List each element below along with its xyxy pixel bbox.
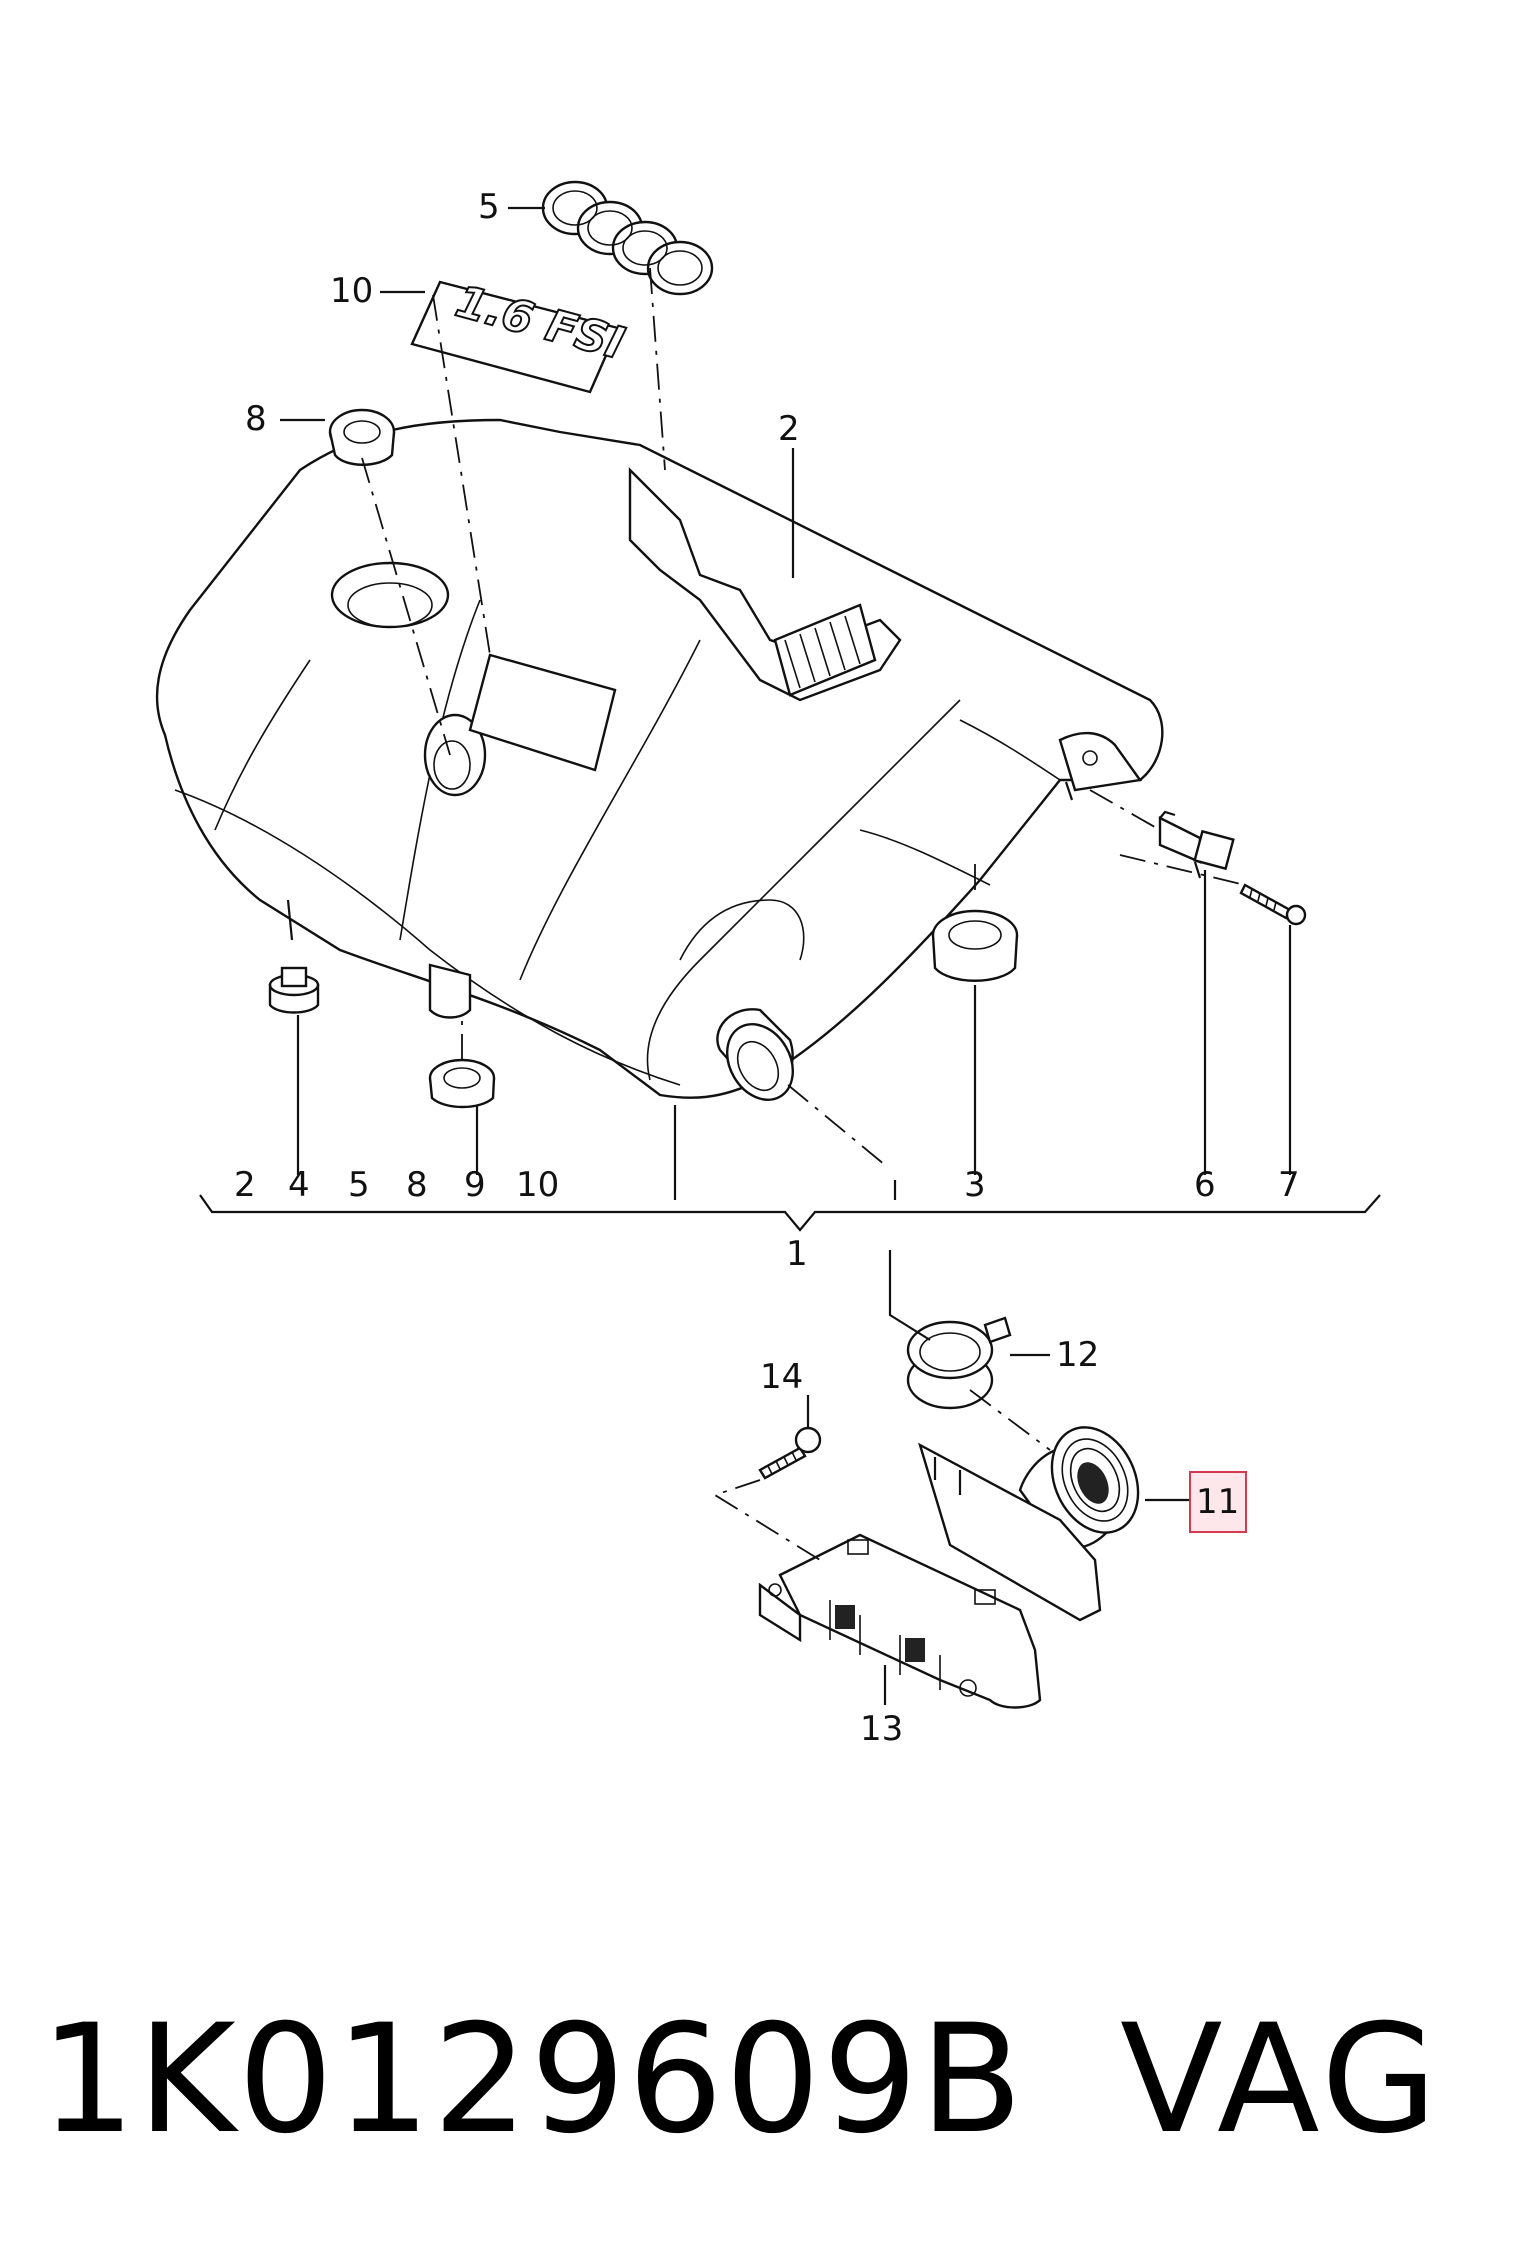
brand-name: VAG: [1120, 1993, 1442, 2167]
callout-5: 5: [478, 187, 500, 227]
clip-6: [1158, 810, 1235, 879]
grommet-3: [931, 909, 1019, 982]
callout-1: 1: [786, 1234, 808, 1274]
bracket-label-10: 10: [516, 1165, 559, 1205]
callout-3: 3: [964, 1165, 986, 1205]
bracket-label-9: 9: [464, 1165, 486, 1205]
bracket-label-2: 2: [234, 1165, 256, 1205]
ribbed-block: [773, 603, 877, 697]
grommet-8: [328, 408, 396, 466]
bracket-label-8: 8: [406, 1165, 428, 1205]
bracket-label-4: 4: [288, 1165, 310, 1205]
callout-10: 10: [330, 271, 373, 311]
mount-4: [268, 966, 320, 1014]
engine-cover: [155, 418, 1164, 1101]
callouts: 5 10 8 2 2 4 5 8 9 10 3 6 7 1 12 14 13 1…: [234, 187, 1300, 1749]
screw-7: [1239, 883, 1307, 926]
callout-2: 2: [778, 409, 800, 449]
bracket-label-5: 5: [348, 1165, 370, 1205]
audi-rings-emblem: [541, 180, 714, 296]
screw-14: [758, 1426, 822, 1480]
callout-6: 6: [1194, 1165, 1216, 1205]
outlet-tube: [716, 1008, 794, 1101]
leader-lines: [280, 206, 1292, 1705]
callout-14: 14: [760, 1357, 803, 1397]
callout-12: 12: [1056, 1335, 1099, 1375]
hose-clamp-12: [906, 1316, 1012, 1410]
callout-8: 8: [245, 399, 267, 439]
callout-11: 11: [1196, 1482, 1239, 1522]
badge-plate: 1.6 FSI: [410, 275, 630, 394]
bracket-13: [758, 1442, 1102, 1709]
callout-11-highlight: [1189, 1471, 1247, 1533]
part-number: 1K0129609B: [40, 1993, 1025, 2167]
callout-13: 13: [860, 1709, 903, 1749]
grommet-9: [428, 1058, 496, 1109]
callout-7: 7: [1278, 1165, 1300, 1205]
footer: 1K0129609B VAG: [40, 1985, 1500, 2185]
group-bracket: [199, 1194, 1381, 1232]
